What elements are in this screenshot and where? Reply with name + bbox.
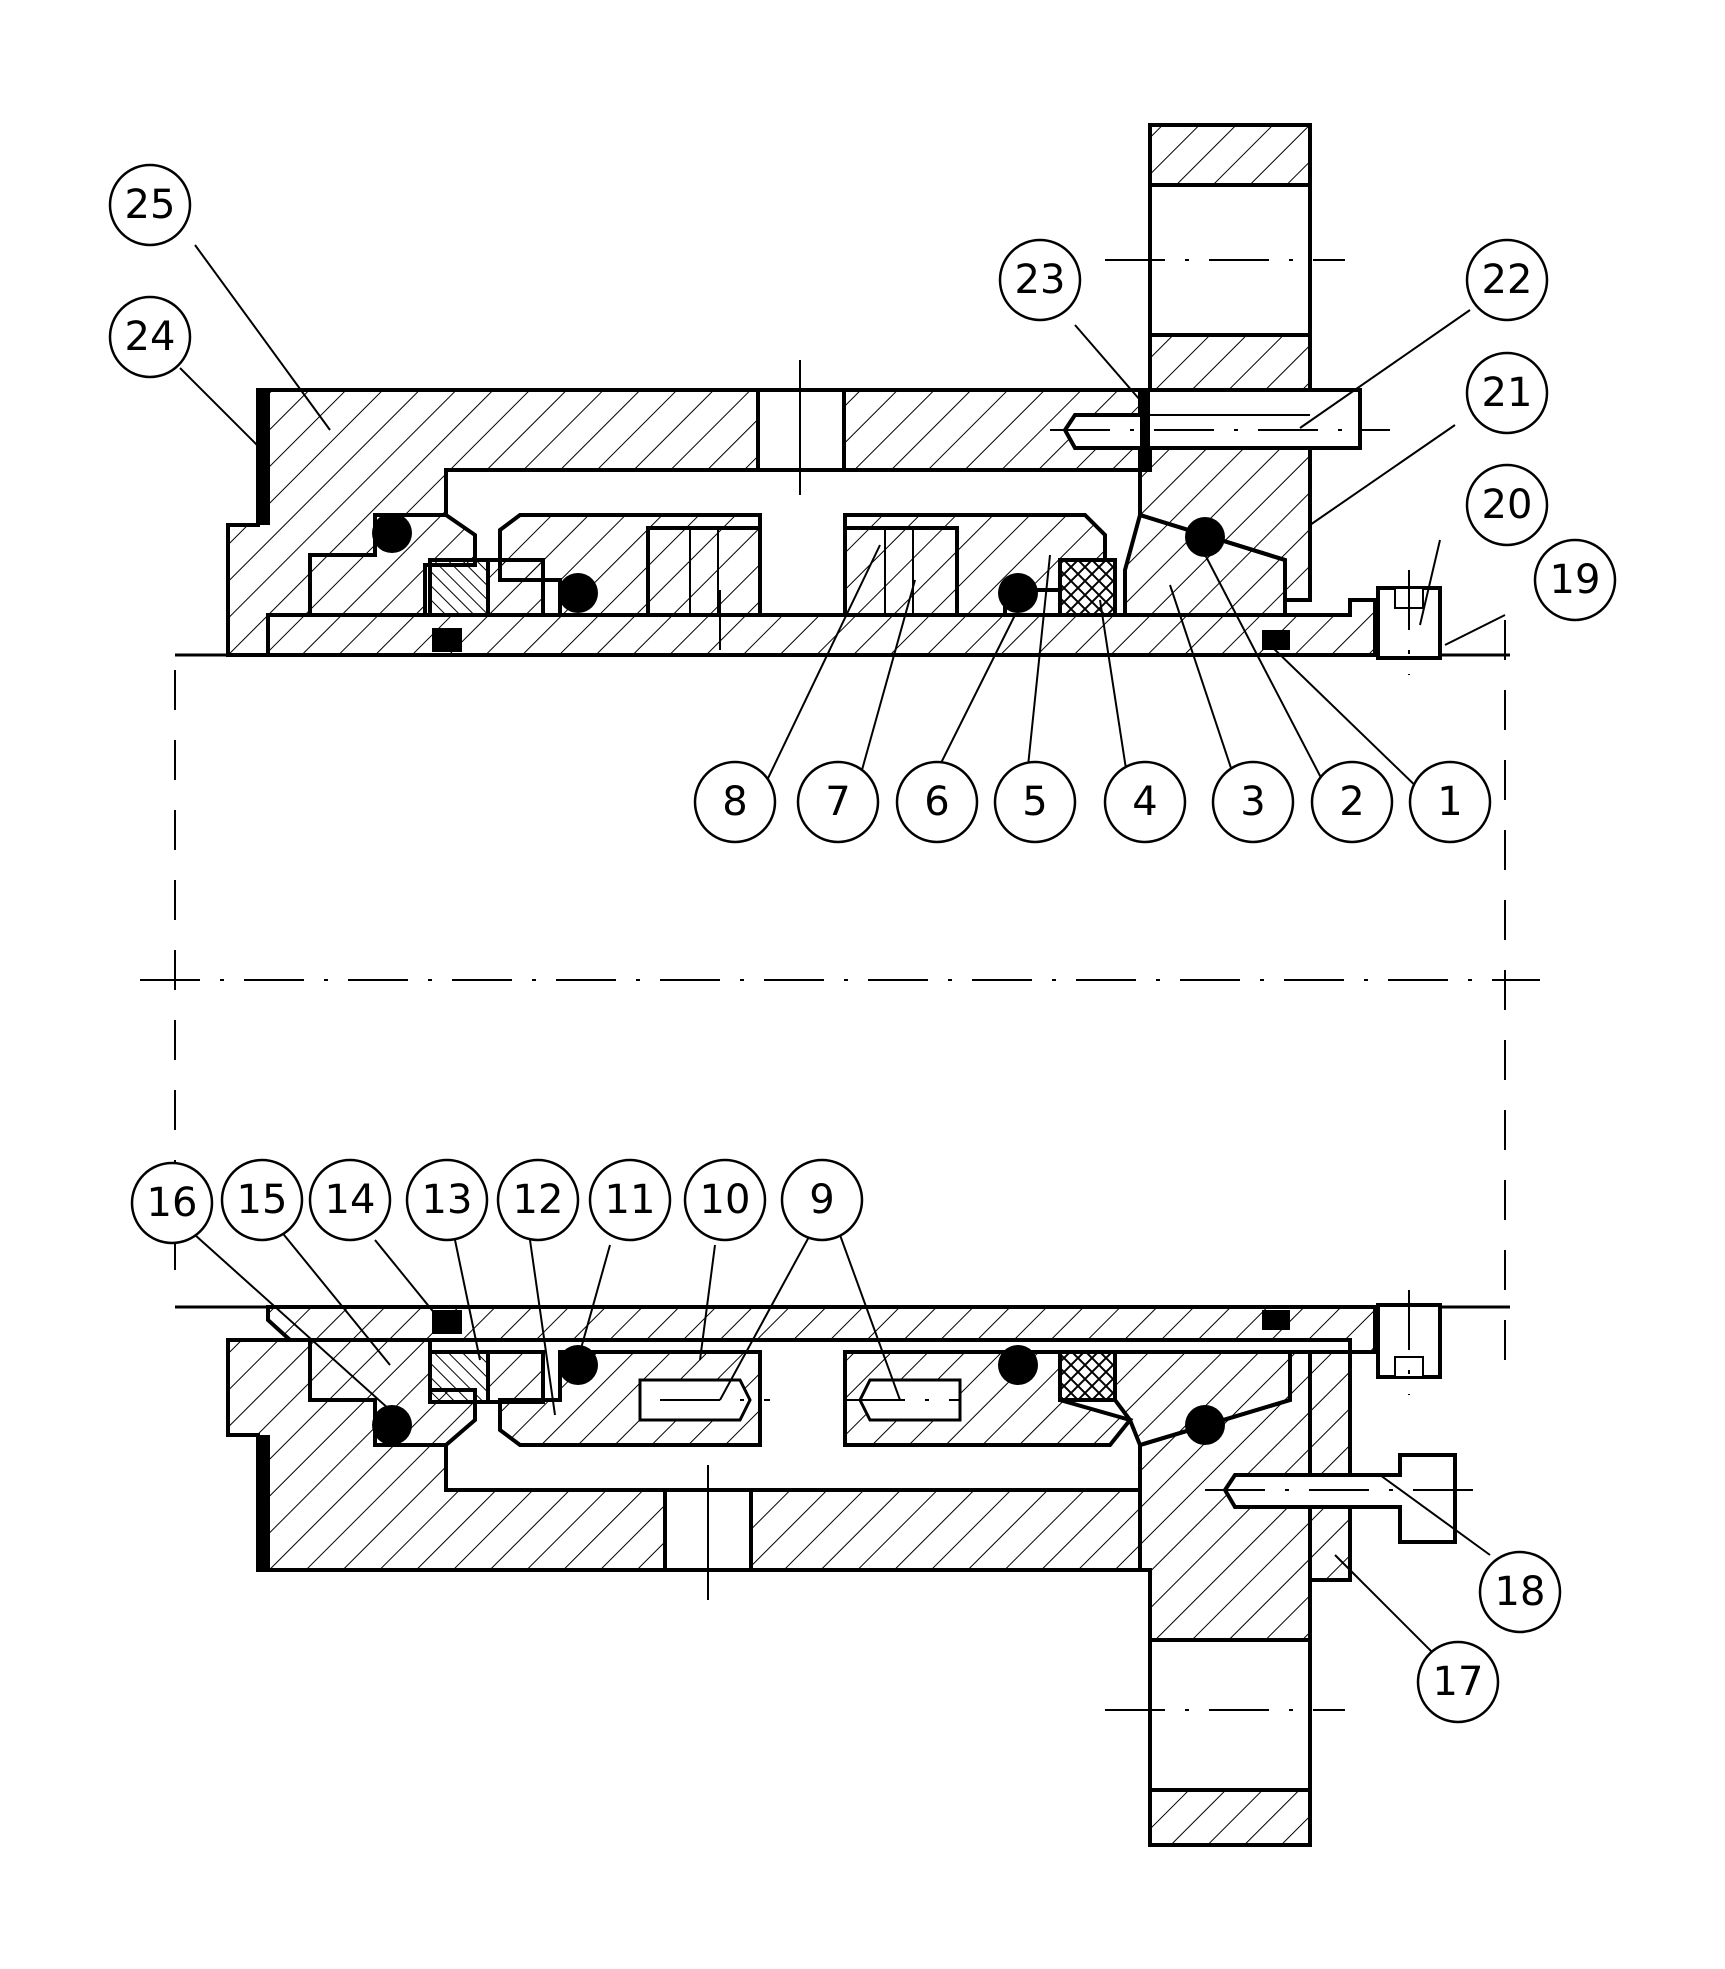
gasket-lower <box>258 1435 270 1570</box>
svg-text:17: 17 <box>1433 1659 1484 1705</box>
svg-text:5: 5 <box>1022 779 1047 825</box>
svg-text:10: 10 <box>700 1177 751 1223</box>
o-ring-sleeve-lower-2 <box>1262 1310 1290 1330</box>
svg-text:13: 13 <box>422 1177 473 1223</box>
callout-10: 10 <box>683 1158 767 1242</box>
callout-4: 4 <box>1103 760 1187 844</box>
svg-text:23: 23 <box>1015 257 1066 303</box>
face-ring-left-lower-b <box>486 1350 545 1404</box>
svg-text:18: 18 <box>1495 1569 1546 1615</box>
sleeve-upper <box>266 598 1377 657</box>
svg-text:2: 2 <box>1339 779 1364 825</box>
callout-18: 18 <box>1478 1550 1562 1634</box>
callout-11: 11 <box>588 1158 672 1242</box>
svg-text:6: 6 <box>924 779 949 825</box>
shaft-outline <box>174 620 1510 1370</box>
callout-19: 19 <box>1533 538 1617 622</box>
callout-23: 23 <box>998 238 1082 322</box>
callout-2: 2 <box>1310 760 1394 844</box>
callout-9: 9 <box>780 1158 864 1242</box>
svg-text:12: 12 <box>513 1177 564 1223</box>
callout-16: 16 <box>130 1161 214 1245</box>
svg-text:21: 21 <box>1482 370 1533 416</box>
o-ring-upper-1 <box>372 513 412 553</box>
svg-text:1: 1 <box>1437 779 1462 825</box>
clamp-plate-lower <box>1308 1350 1352 1582</box>
svg-text:20: 20 <box>1482 482 1533 528</box>
o-ring-lower-1 <box>372 1405 412 1445</box>
o-ring-lower-4 <box>1185 1405 1225 1445</box>
o-ring-lower-3 <box>998 1345 1038 1385</box>
callout-21: 21 <box>1465 351 1549 435</box>
svg-text:14: 14 <box>325 1177 376 1223</box>
callout-5: 5 <box>993 760 1077 844</box>
o-ring-upper-3 <box>998 573 1038 613</box>
callout-3: 3 <box>1211 760 1295 844</box>
o-ring-sleeve-lower-1 <box>432 1310 462 1334</box>
gasket-upper <box>258 390 270 525</box>
svg-text:16: 16 <box>147 1180 198 1226</box>
svg-text:8: 8 <box>722 779 747 825</box>
svg-text:24: 24 <box>125 314 176 360</box>
callout-7: 7 <box>796 760 880 844</box>
sleeve-lower <box>266 1305 1377 1354</box>
svg-text:19: 19 <box>1550 557 1601 603</box>
svg-text:15: 15 <box>237 1177 288 1223</box>
svg-text:9: 9 <box>809 1177 834 1223</box>
upper-half-section <box>226 123 1442 675</box>
face-ring-left-a <box>428 558 490 617</box>
callout-17: 17 <box>1416 1640 1500 1724</box>
svg-text:4: 4 <box>1132 779 1157 825</box>
svg-text:22: 22 <box>1482 257 1533 303</box>
svg-text:25: 25 <box>125 182 176 228</box>
callout-25: 25 <box>108 163 192 247</box>
o-ring-upper-2 <box>558 573 598 613</box>
callout-6: 6 <box>895 760 979 844</box>
face-ring-left-lower-a <box>428 1350 490 1404</box>
svg-text:7: 7 <box>825 779 850 825</box>
callout-20: 20 <box>1465 463 1549 547</box>
o-ring-sleeve-upper-1 <box>432 628 462 652</box>
packing-ring-lower <box>1058 1350 1117 1402</box>
svg-text:3: 3 <box>1240 779 1265 825</box>
callout-1: 1 <box>1408 760 1492 844</box>
bolt-lower <box>1222 1453 1457 1544</box>
o-ring-lower-2 <box>558 1345 598 1385</box>
callout-15: 15 <box>220 1158 304 1242</box>
callout-24: 24 <box>108 295 192 379</box>
lower-half-section <box>226 1290 1490 1847</box>
callout-13: 13 <box>405 1158 489 1242</box>
o-ring-sleeve-upper-2 <box>1262 630 1290 650</box>
callout-12: 12 <box>496 1158 580 1242</box>
svg-text:11: 11 <box>605 1177 656 1223</box>
packing-ring-upper <box>1058 558 1117 617</box>
callout-22: 22 <box>1465 238 1549 322</box>
callout-14: 14 <box>308 1158 392 1242</box>
callout-8: 8 <box>693 760 777 844</box>
o-ring-upper-4 <box>1185 517 1225 557</box>
leader-lines <box>179 244 1506 1666</box>
